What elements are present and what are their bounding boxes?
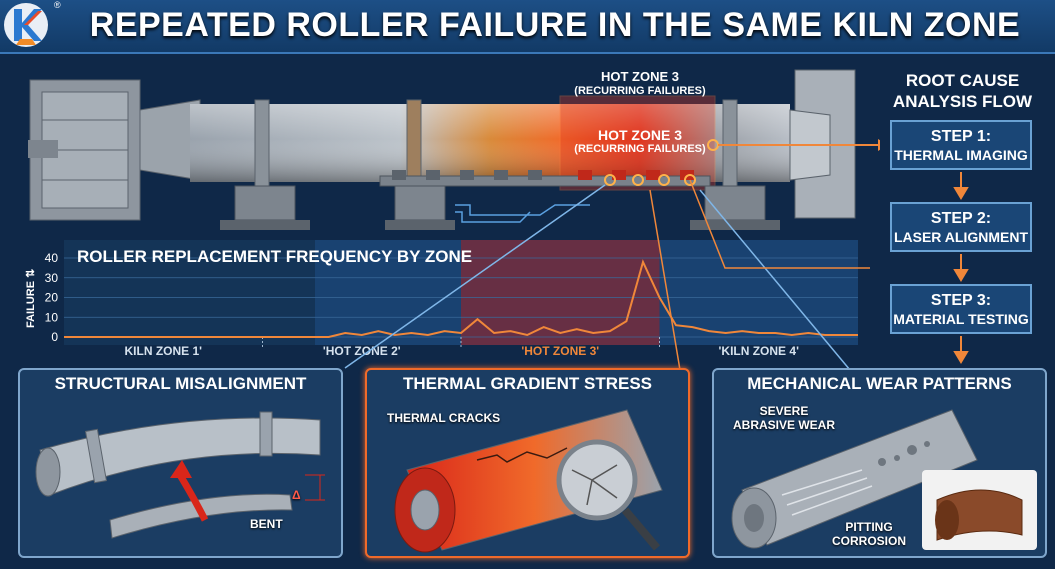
rca-step-1-label: STEP 1: — [930, 128, 992, 145]
hot-zone-top-line2: (RECURRING FAILURES) — [574, 85, 706, 97]
title-bar: ® REPEATED ROLLER FAILURE IN THE SAME KI… — [0, 0, 1055, 54]
chart-title: ROLLER REPLACEMENT FREQUENCY BY ZONE — [77, 247, 473, 266]
zone-label: 'HOT ZONE 3' — [521, 344, 599, 358]
failure-series-line — [64, 259, 858, 338]
rca-title-line2: ANALYSIS FLOW — [892, 92, 1033, 111]
panel-wear-title: MECHANICAL WEAR PATTERNS — [747, 374, 1012, 393]
company-logo-icon — [4, 3, 48, 47]
rca-title: ROOT CAUSE ANALYSIS FLOW — [880, 70, 1045, 112]
y-tick-label: 30 — [45, 271, 59, 285]
panel-thermal-title: THERMAL GRADIENT STRESS — [402, 374, 653, 393]
rca-step-2-label: STEP 2: — [930, 210, 992, 227]
thermal-cracks-label: THERMAL CRACKS — [387, 411, 501, 425]
kiln-illustration — [28, 69, 880, 230]
severe-wear-line2: ABRASIVE WEAR — [732, 418, 835, 432]
registered-mark: ® — [54, 0, 61, 10]
rca-step-3-text: MATERIAL TESTING — [893, 311, 1029, 327]
bent-shaft-illustration — [35, 411, 325, 539]
worn-roller-illustration — [731, 409, 1037, 550]
rca-step-1-text: THERMAL IMAGING — [894, 147, 1028, 163]
hot-zone-mid-label: HOT ZONE 3 (RECURRING FAILURES) — [560, 128, 720, 156]
bent-label: BENT — [250, 517, 283, 531]
delta-label: Δ — [292, 488, 301, 502]
hot-zone-top-label: HOT ZONE 3 (RECURRING FAILURES) — [560, 70, 720, 98]
rca-title-line1: ROOT CAUSE — [905, 71, 1020, 90]
severe-wear-line1: SEVERE — [759, 404, 809, 418]
panel-thermal-gradient-stress: THERMAL GRADIENT STRESS THERMAL CRACKS — [365, 368, 690, 558]
chart-highlight-zone — [461, 240, 660, 345]
pitting-line1: PITTING — [845, 520, 893, 534]
pitting-corrosion-label: PITTING CORROSION — [824, 520, 914, 548]
y-tick-label: 10 — [45, 310, 59, 324]
y-tick-label: 20 — [45, 291, 59, 305]
y-tick-label: 40 — [45, 251, 59, 265]
rca-step-1: STEP 1: THERMAL IMAGING — [890, 120, 1032, 170]
y-tick-label: 0 — [51, 330, 58, 344]
zone-label: 'KILN ZONE 4' — [719, 344, 800, 358]
zone-label: KILN ZONE 1' — [124, 344, 202, 358]
panel-mechanical-wear-patterns: MECHANICAL WEAR PATTERNS SEVERE ABRASIVE… — [712, 368, 1047, 558]
rca-flow-arrows — [953, 172, 969, 364]
panel-structural-misalignment: STRUCTURAL MISALIGNMENT BENT Δ — [18, 368, 343, 558]
thermal-roller-illustration — [394, 409, 663, 553]
rca-step-2: STEP 2: LASER ALIGNMENT — [890, 202, 1032, 252]
page-title: REPEATED ROLLER FAILURE IN THE SAME KILN… — [89, 6, 1021, 44]
severe-wear-label: SEVERE ABRASIVE WEAR — [724, 404, 844, 432]
pitting-line2: CORROSION — [831, 534, 906, 548]
panel-misalignment-title: STRUCTURAL MISALIGNMENT — [54, 374, 307, 393]
rca-step-3-label: STEP 3: — [930, 292, 992, 309]
hot-zone-mid-line2: (RECURRING FAILURES) — [574, 143, 706, 155]
hot-zone-top-line1: HOT ZONE 3 — [600, 69, 679, 84]
zone-label: 'HOT ZONE 2' — [323, 344, 401, 358]
rca-step-2-text: LASER ALIGNMENT — [893, 229, 1029, 245]
hot-zone-mid-line1: HOT ZONE 3 — [597, 127, 682, 143]
rca-step-3: STEP 3: MATERIAL TESTING — [890, 284, 1032, 334]
